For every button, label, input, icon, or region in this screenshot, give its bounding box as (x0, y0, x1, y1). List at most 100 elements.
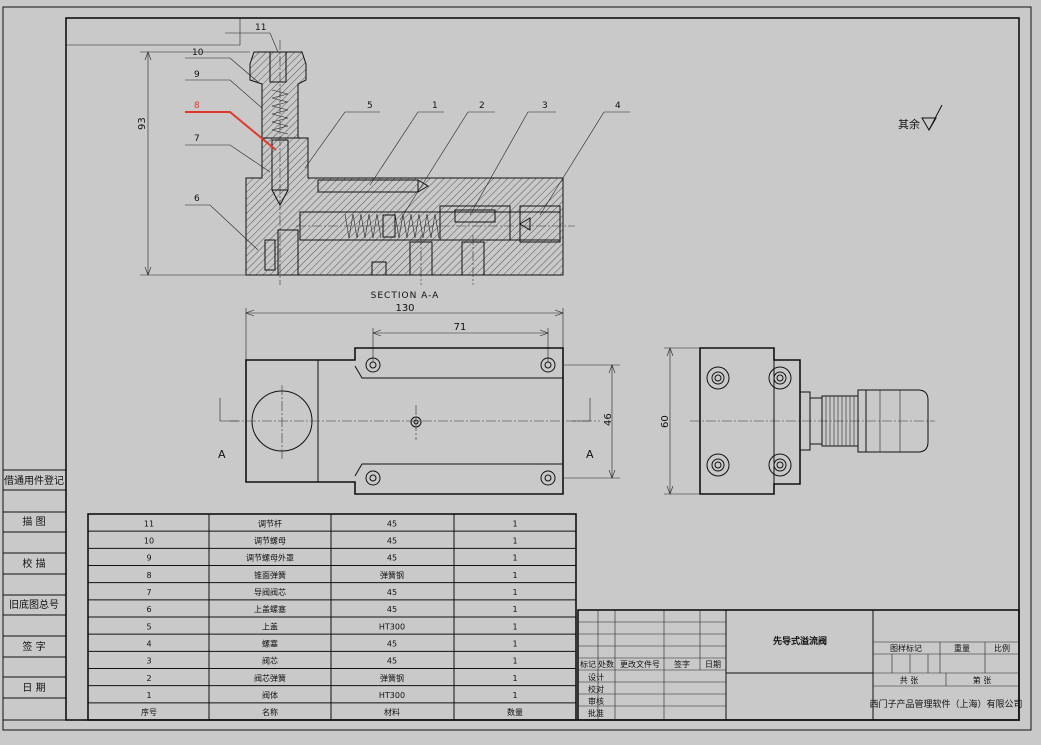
bom-cell-qty: 1 (512, 571, 517, 580)
role-3: 批准 (588, 708, 604, 718)
dim-46-text: 46 (603, 413, 614, 426)
dim-93-text: 93 (137, 117, 148, 130)
bom-cell-name: 螺塞 (262, 639, 278, 649)
roughness-note: 其余 (898, 104, 943, 131)
part-label-5: 5 (367, 101, 373, 111)
bom-cell-name: 锥面弹簧 (254, 570, 286, 580)
strip-label-0: 借通用件登记 (4, 474, 64, 487)
rev-header-0: 标记 (580, 659, 596, 669)
part-label-1: 1 (432, 101, 438, 111)
view-mark-right: A (586, 448, 594, 461)
bom-cell-no: 5 (146, 622, 151, 631)
bom-cell-name: 上盖螺塞 (254, 604, 286, 614)
bom-cell-name: 阀芯弹簧 (254, 673, 286, 683)
bom-cell-material: 45 (387, 605, 397, 614)
weight-label: 重量 (954, 643, 970, 653)
bom-cell-qty: 1 (512, 622, 517, 631)
bom-cell-name: 调节螺母外罩 (246, 553, 294, 563)
bom-cell-no: 3 (146, 657, 151, 666)
strip-label-2: 校 描 (22, 557, 45, 570)
bom-cell-name: 上盖 (262, 621, 278, 631)
bom-cell-no: 9 (146, 554, 151, 563)
top-view: 130 71 A A 46 (218, 303, 620, 495)
bom-cell-qty: 1 (512, 691, 517, 700)
bom-cell-qty: 1 (512, 674, 517, 683)
bom-cell-material: HT300 (379, 691, 405, 700)
strip-label-3: 旧底图总号 (9, 598, 59, 611)
bom-cell-material: HT300 (379, 622, 405, 631)
part-label-7: 7 (194, 134, 200, 144)
left-strip: 借通用件登记 描 图 校 描 旧底图总号 签 字 日 期 (2, 469, 67, 721)
strip-label-4: 签 字 (22, 640, 45, 653)
section-view (245, 40, 575, 285)
bom-cell-no: 6 (146, 605, 151, 614)
part-label-3: 3 (542, 101, 548, 111)
bom-cell-name: 阀芯 (262, 656, 278, 666)
role-0: 设计 (588, 672, 604, 682)
view-mark-left: A (218, 448, 226, 461)
bom-cell-name: 调节螺母 (254, 536, 286, 546)
rev-header-4: 日期 (705, 660, 721, 669)
bom-cell-material: 弹簧钢 (380, 570, 404, 580)
part-label-9: 9 (194, 70, 200, 80)
roughness-note-text: 其余 (898, 117, 920, 131)
bom-cell-qty: 1 (512, 588, 517, 597)
dim-71-text: 71 (454, 322, 467, 333)
bom-cell-material: 45 (387, 657, 397, 666)
strip-label-5: 日 期 (22, 682, 45, 694)
bom-cell-no: 11 (144, 519, 154, 528)
part-label-8: 8 (194, 101, 200, 111)
role-2: 审核 (588, 696, 604, 706)
bom-cell-qty: 1 (512, 554, 517, 563)
part-label-10: 10 (192, 48, 204, 58)
bom-cell-no: 7 (146, 588, 151, 597)
sheet-total: 共 张 (900, 676, 919, 685)
dimension-93: 93 (137, 51, 250, 276)
bom-cell-name: 调节杆 (258, 518, 282, 528)
rev-header-3: 签字 (674, 659, 690, 669)
side-view: 60 (660, 347, 935, 495)
bom-cell-material: 45 (387, 588, 397, 597)
bom-header-material: 材料 (384, 707, 400, 717)
part-label-6: 6 (194, 194, 200, 204)
rev-header-2: 更改文件号 (620, 659, 660, 669)
scale-label: 比例 (994, 643, 1010, 653)
strip-label-1: 描 图 (22, 515, 45, 528)
bom-cell-name: 导阀阀芯 (254, 587, 286, 597)
bom-header-no: 序号 (141, 707, 157, 717)
title-block: 标记 处数 更改文件号 签字 日期 设计 校对 审核 批准 先导式溢流阀 图样标… (577, 609, 1023, 721)
company-name: 西门子产品管理软件（上海）有限公司 (869, 698, 1022, 710)
part-label-4: 4 (615, 101, 621, 111)
bom-cell-no: 1 (146, 691, 151, 700)
bom-cell-material: 45 (387, 537, 397, 546)
stage-label: 图样标记 (890, 643, 922, 653)
bom-cell-no: 8 (146, 571, 151, 580)
part-leaders: 11 10 9 8 7 6 5 1 2 3 4 (185, 23, 630, 251)
drawing-name: 先导式溢流阀 (773, 635, 827, 647)
sheet-no: 第 张 (973, 675, 992, 685)
bom-cell-no: 10 (144, 537, 154, 546)
dim-60-text: 60 (660, 415, 671, 428)
part-label-11: 11 (255, 23, 266, 33)
bom-cell-qty: 1 (512, 537, 517, 546)
bom-cell-qty: 1 (512, 640, 517, 649)
bom-cell-no: 2 (146, 674, 151, 683)
bom-cell-name: 阀体 (262, 690, 278, 700)
bom-header-name: 名称 (262, 707, 278, 717)
bom-header-qty: 数量 (507, 707, 523, 717)
dim-130-text: 130 (395, 303, 414, 314)
bom-cell-material: 弹簧钢 (380, 673, 404, 683)
bom-cell-no: 4 (146, 640, 151, 649)
bom-cell-qty: 1 (512, 657, 517, 666)
rev-header-1: 处数 (598, 659, 614, 669)
part-label-2: 2 (479, 101, 485, 111)
bom-cell-qty: 1 (512, 605, 517, 614)
bom-cell-qty: 1 (512, 519, 517, 528)
outer-border (2, 6, 1032, 731)
role-1: 校对 (588, 684, 604, 694)
bom-cell-material: 45 (387, 554, 397, 563)
bom-cell-material: 45 (387, 519, 397, 528)
